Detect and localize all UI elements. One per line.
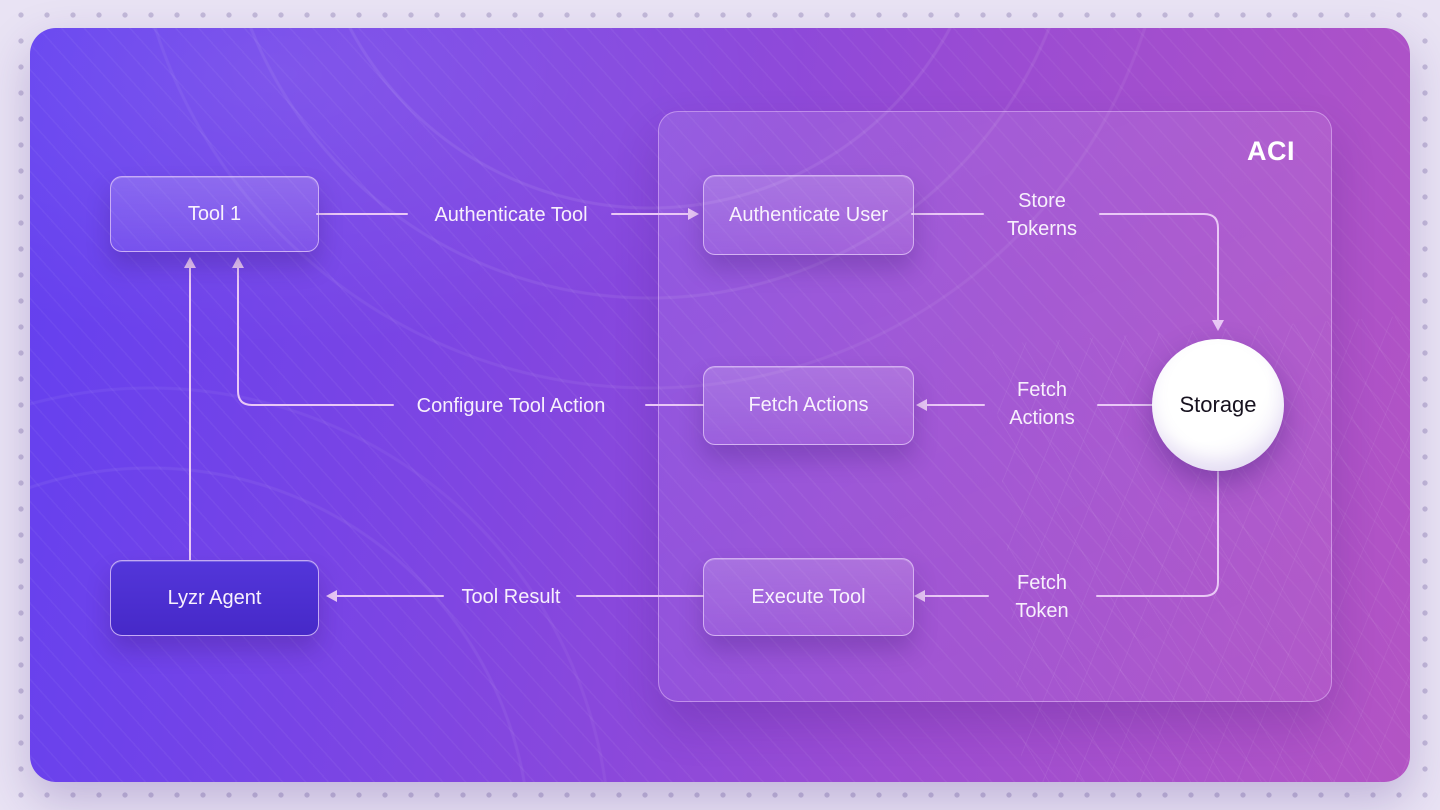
edge-label-fetch-token: Fetch Token <box>1015 572 1069 622</box>
node-lyzr-agent: Lyzr Agent <box>110 560 319 636</box>
arrow-up-tool1-config-icon <box>232 257 244 268</box>
edge-label-authenticate-tool: Authenticate Tool <box>434 204 588 226</box>
diagram-canvas: ACI Tool 1 Lyzr Agent Authenticate <box>30 28 1410 782</box>
edge-label-configure-tool-action: Configure Tool Action <box>416 395 606 417</box>
aci-container-label: ACI <box>1247 136 1295 166</box>
edge-label-to-tool1-up <box>237 264 394 406</box>
arrow-left-lyzr-icon <box>326 590 337 602</box>
edge-label-tool-result: Tool Result <box>461 586 561 608</box>
node-execute-tool-label: Execute Tool <box>751 585 866 608</box>
node-fetch-actions-label: Fetch Actions <box>748 394 869 416</box>
edge-label-fetch-actions: Fetch Actions <box>1009 379 1075 429</box>
node-tool-1: Tool 1 <box>110 176 319 252</box>
edge-label-store-tokens: Store Tokerns <box>1006 190 1078 240</box>
arrow-up-tool1-icon <box>184 257 196 268</box>
node-authenticate-user-label: Authenticate User <box>729 203 888 226</box>
node-authenticate-user: Authenticate User <box>703 175 914 255</box>
node-storage-label: Storage <box>1179 392 1257 417</box>
node-execute-tool: Execute Tool <box>703 558 914 636</box>
node-lyzr-agent-label: Lyzr Agent <box>167 586 262 609</box>
node-tool-1-label: Tool 1 <box>187 202 242 225</box>
node-storage: Storage <box>1152 339 1284 471</box>
node-fetch-actions: Fetch Actions <box>703 366 914 445</box>
